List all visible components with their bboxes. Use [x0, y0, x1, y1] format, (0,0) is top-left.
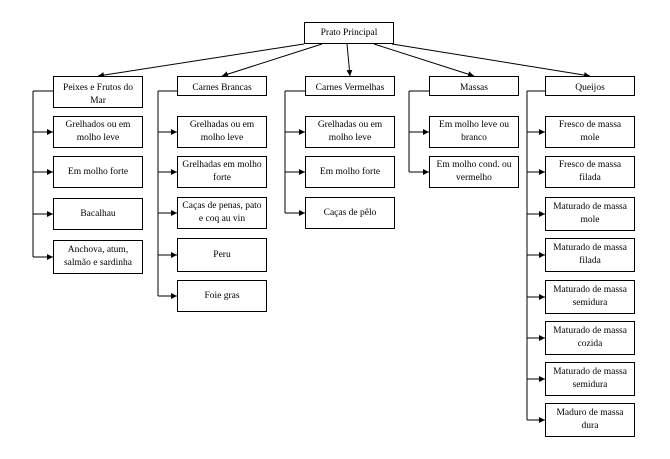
item-node: Caças de penas, pato e coq au vin	[177, 197, 267, 229]
root-to-category-arrow	[346, 43, 353, 77]
item-node: Em molho forte	[305, 156, 395, 188]
item-node: Foie gras	[177, 280, 267, 312]
item-node: Maturado de massa mole	[545, 197, 635, 231]
category-carnes-vermelhas: Carnes Vermelhas	[305, 76, 395, 96]
item-node: Grelhadas em molho forte	[177, 156, 267, 188]
root-node: Prato Principal	[304, 22, 394, 44]
category-carnes-brancas: Carnes Brancas	[177, 76, 267, 96]
item-node: Em molho leve ou branco	[429, 116, 519, 148]
root-to-category-arrow	[97, 43, 305, 79]
item-node: Anchova, atum, salmão e sardinha	[53, 240, 143, 274]
item-node: Maturado de massa semidura	[545, 362, 635, 396]
item-node: Grelhados ou em molho leve	[53, 116, 143, 148]
item-node: Grelhadas ou em molho leve	[177, 116, 267, 148]
root-to-category-arrow	[221, 43, 323, 78]
item-node: Fresco de massa mole	[545, 116, 635, 148]
root-to-category-arrow	[373, 43, 475, 78]
item-node: Em molho cond. ou vermelho	[429, 156, 519, 188]
item-node: Maduro de massa dura	[545, 403, 635, 437]
root-to-category-arrow	[391, 43, 591, 79]
item-node: Em molho forte	[53, 156, 143, 188]
item-node: Fresco de massa filada	[545, 156, 635, 188]
item-node: Peru	[177, 238, 267, 272]
item-node: Maturado de massa cozida	[545, 321, 635, 355]
item-node: Caças de pêlo	[305, 197, 395, 229]
category-massas: Massas	[429, 76, 519, 96]
category-peixes-frutos-mar: Peixes e Frutos do Mar	[53, 76, 143, 108]
item-node: Maturado de massa semidura	[545, 280, 635, 314]
item-node: Bacalhau	[53, 198, 143, 230]
category-queijos: Queijos	[545, 76, 635, 96]
item-node: Maturado de massa filada	[545, 238, 635, 272]
item-node: Grelhadas ou em molho leve	[305, 116, 395, 148]
